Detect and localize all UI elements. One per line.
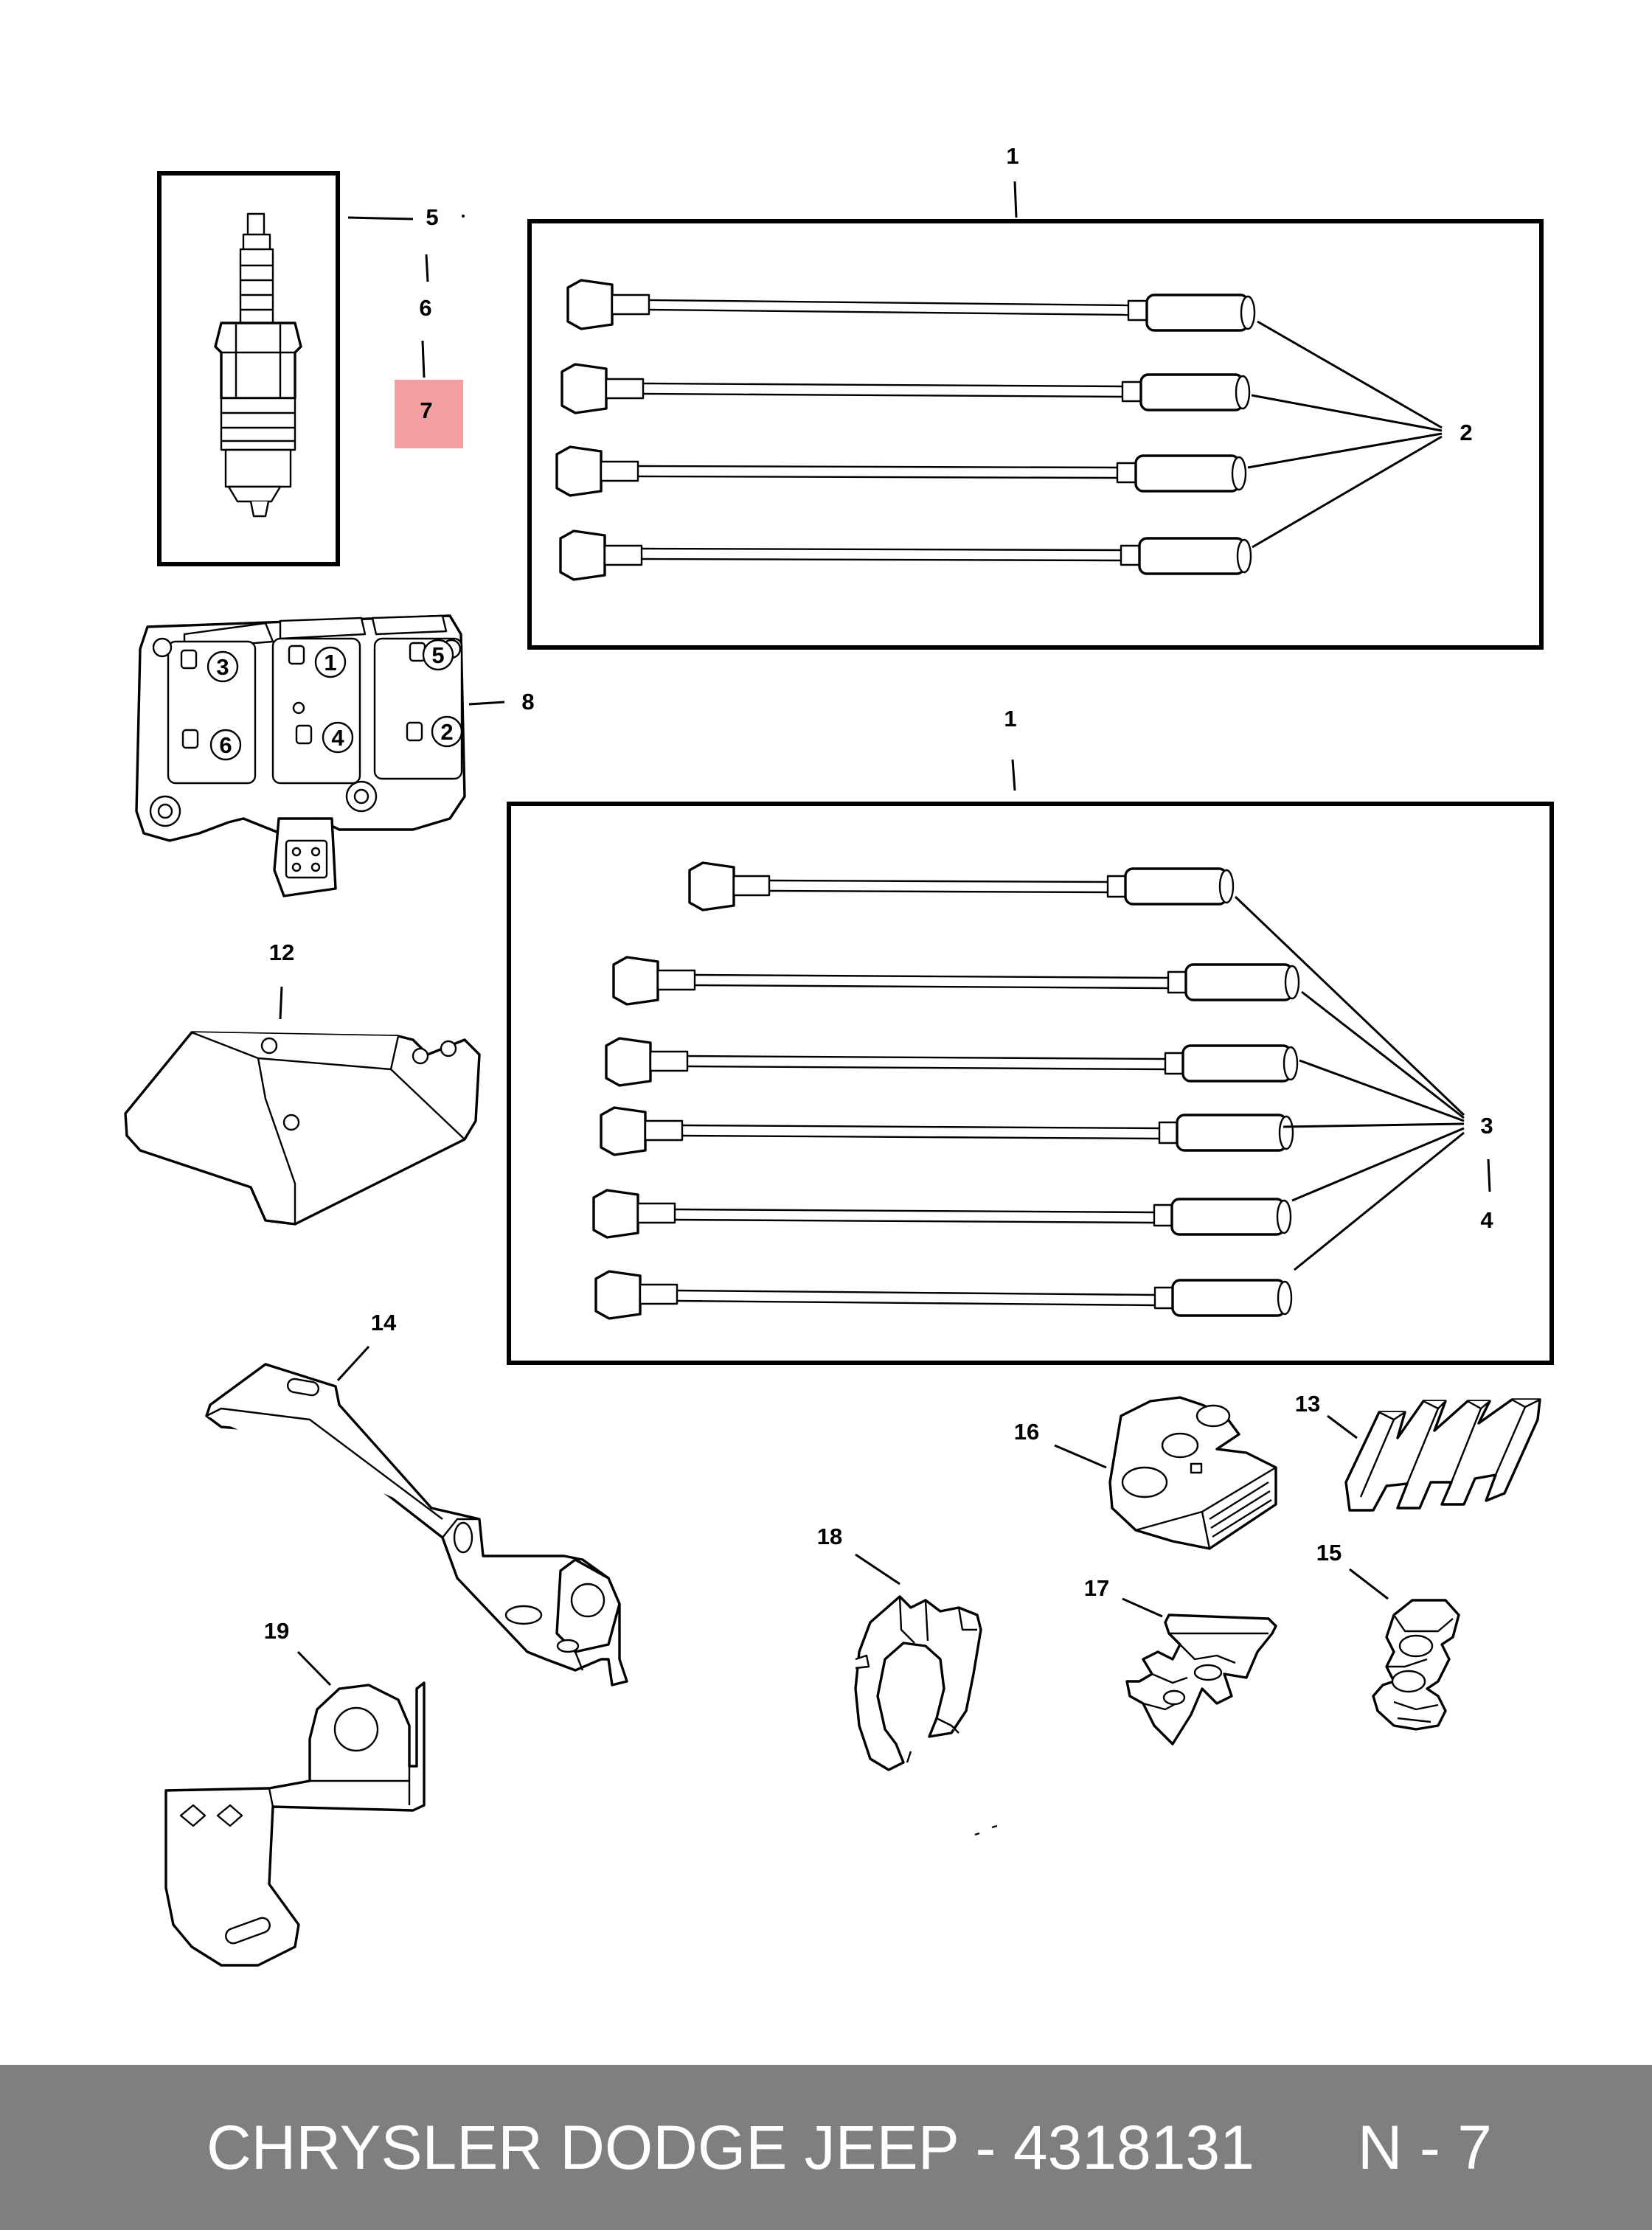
ignition-coil: 3 1 5 6 4 2 8	[135, 614, 535, 897]
stray-mark-a	[974, 1832, 980, 1836]
leader-16	[1054, 1444, 1107, 1469]
callout-3: 3	[1480, 1113, 1493, 1139]
separator-13: 13	[1295, 1391, 1541, 1512]
wire-4cyl-2	[560, 363, 1251, 414]
callout-1-bottom: 1	[1004, 706, 1016, 732]
footer-brand: CHRYSLER DODGE JEEP - 4318131	[206, 2113, 1254, 2182]
wire-set-6cyl-frame	[507, 802, 1554, 1365]
leader-1-bottom	[1011, 759, 1016, 791]
coil-terminal-1: 1	[324, 650, 336, 675]
coil-tower-6: 6	[181, 729, 242, 761]
callout-2: 2	[1460, 420, 1472, 445]
parts-diagram: 5 6 7 1	[124, 143, 1554, 1967]
coil-terminal-2: 2	[440, 719, 453, 745]
coil-terminal-6: 6	[219, 732, 232, 758]
callout-14: 14	[371, 1310, 397, 1335]
wire-6cyl-3	[605, 1037, 1299, 1087]
leader-19	[296, 1650, 332, 1687]
coil-tower-3: 3	[180, 649, 239, 683]
callout-17: 17	[1084, 1575, 1109, 1601]
callout-19: 19	[264, 1618, 289, 1644]
leader-12	[279, 986, 283, 1020]
wire-4cyl-3	[555, 445, 1247, 497]
footer-text: CHRYSLER DODGE JEEP - 4318131 N - 7	[206, 2116, 1492, 2178]
coil-terminal-4: 4	[331, 725, 344, 751]
leader-2d	[1252, 435, 1443, 549]
stray-dot	[462, 215, 465, 218]
leader-5	[347, 216, 414, 220]
leader-3b	[1301, 990, 1465, 1119]
callout-16: 16	[1014, 1419, 1039, 1445]
leader-18	[855, 1553, 900, 1585]
leader-2c	[1247, 432, 1443, 469]
callout-13: 13	[1295, 1391, 1320, 1417]
wire-6cyl-1	[688, 861, 1235, 911]
leader-14	[336, 1345, 370, 1382]
callout-18: 18	[817, 1524, 842, 1549]
leader-3a	[1234, 895, 1465, 1116]
coil-terminal-5: 5	[431, 642, 444, 668]
callout-15: 15	[1316, 1540, 1342, 1566]
wire-6cyl-6	[594, 1270, 1293, 1320]
callout-6: 6	[419, 295, 431, 321]
clip-15: 15	[1316, 1540, 1460, 1731]
coil-tower-2: 2	[406, 715, 463, 748]
wire-set-4cyl: 1	[527, 143, 1544, 650]
footer-spacer	[1254, 2113, 1358, 2182]
wire-4cyl-1	[566, 279, 1256, 332]
wire-set-4cyl-frame	[527, 219, 1544, 650]
leader-7	[421, 340, 426, 378]
clip-16: 16	[1014, 1396, 1277, 1550]
callout-4: 4	[1480, 1207, 1493, 1233]
clip-18: 18	[817, 1524, 982, 1771]
leader-3f	[1294, 1131, 1465, 1271]
leader-2b	[1251, 394, 1443, 432]
stray-mark-b	[991, 1824, 998, 1829]
callout-12: 12	[269, 939, 294, 965]
support-bracket: 14	[205, 1310, 628, 1687]
wire-4cyl-4	[559, 529, 1252, 581]
footer-bar: CHRYSLER DODGE JEEP - 4318131 N - 7	[0, 2065, 1652, 2230]
coil-tower-5: 5	[409, 639, 454, 671]
spark-plug	[214, 212, 302, 518]
clip-17: 17	[1084, 1575, 1277, 1746]
leader-3c	[1299, 1059, 1465, 1122]
leader-3d	[1283, 1122, 1465, 1128]
leader-15	[1349, 1568, 1389, 1600]
coil-bracket: 12	[124, 939, 481, 1226]
spark-plug-group: 5 6 7	[157, 171, 463, 566]
wire-6cyl-2	[612, 956, 1300, 1006]
leader-1-top	[1013, 181, 1018, 218]
coil-tower-4: 4	[295, 721, 354, 754]
callout-8: 8	[521, 689, 534, 715]
spark-plug-frame	[157, 171, 340, 566]
tab-bracket: 19	[164, 1618, 426, 1967]
callout-5: 5	[426, 204, 438, 230]
callout-7: 7	[420, 397, 432, 423]
callout-7-highlight	[395, 380, 463, 448]
wire-6cyl-5	[592, 1189, 1292, 1239]
leader-3e	[1291, 1127, 1465, 1202]
leader-8	[468, 701, 505, 706]
leader-13	[1327, 1414, 1358, 1439]
coil-terminal-3: 3	[216, 654, 229, 680]
callout-1-top: 1	[1006, 143, 1018, 169]
leader-2a	[1257, 320, 1443, 429]
wire-set-6cyl: 1	[507, 706, 1554, 1365]
coil-tower-1: 1	[288, 645, 347, 678]
leader-17	[1122, 1597, 1163, 1618]
leader-4	[1487, 1159, 1491, 1192]
wire-6cyl-4	[600, 1106, 1294, 1156]
leader-6	[425, 254, 429, 282]
footer-ref: N - 7	[1357, 2113, 1492, 2182]
